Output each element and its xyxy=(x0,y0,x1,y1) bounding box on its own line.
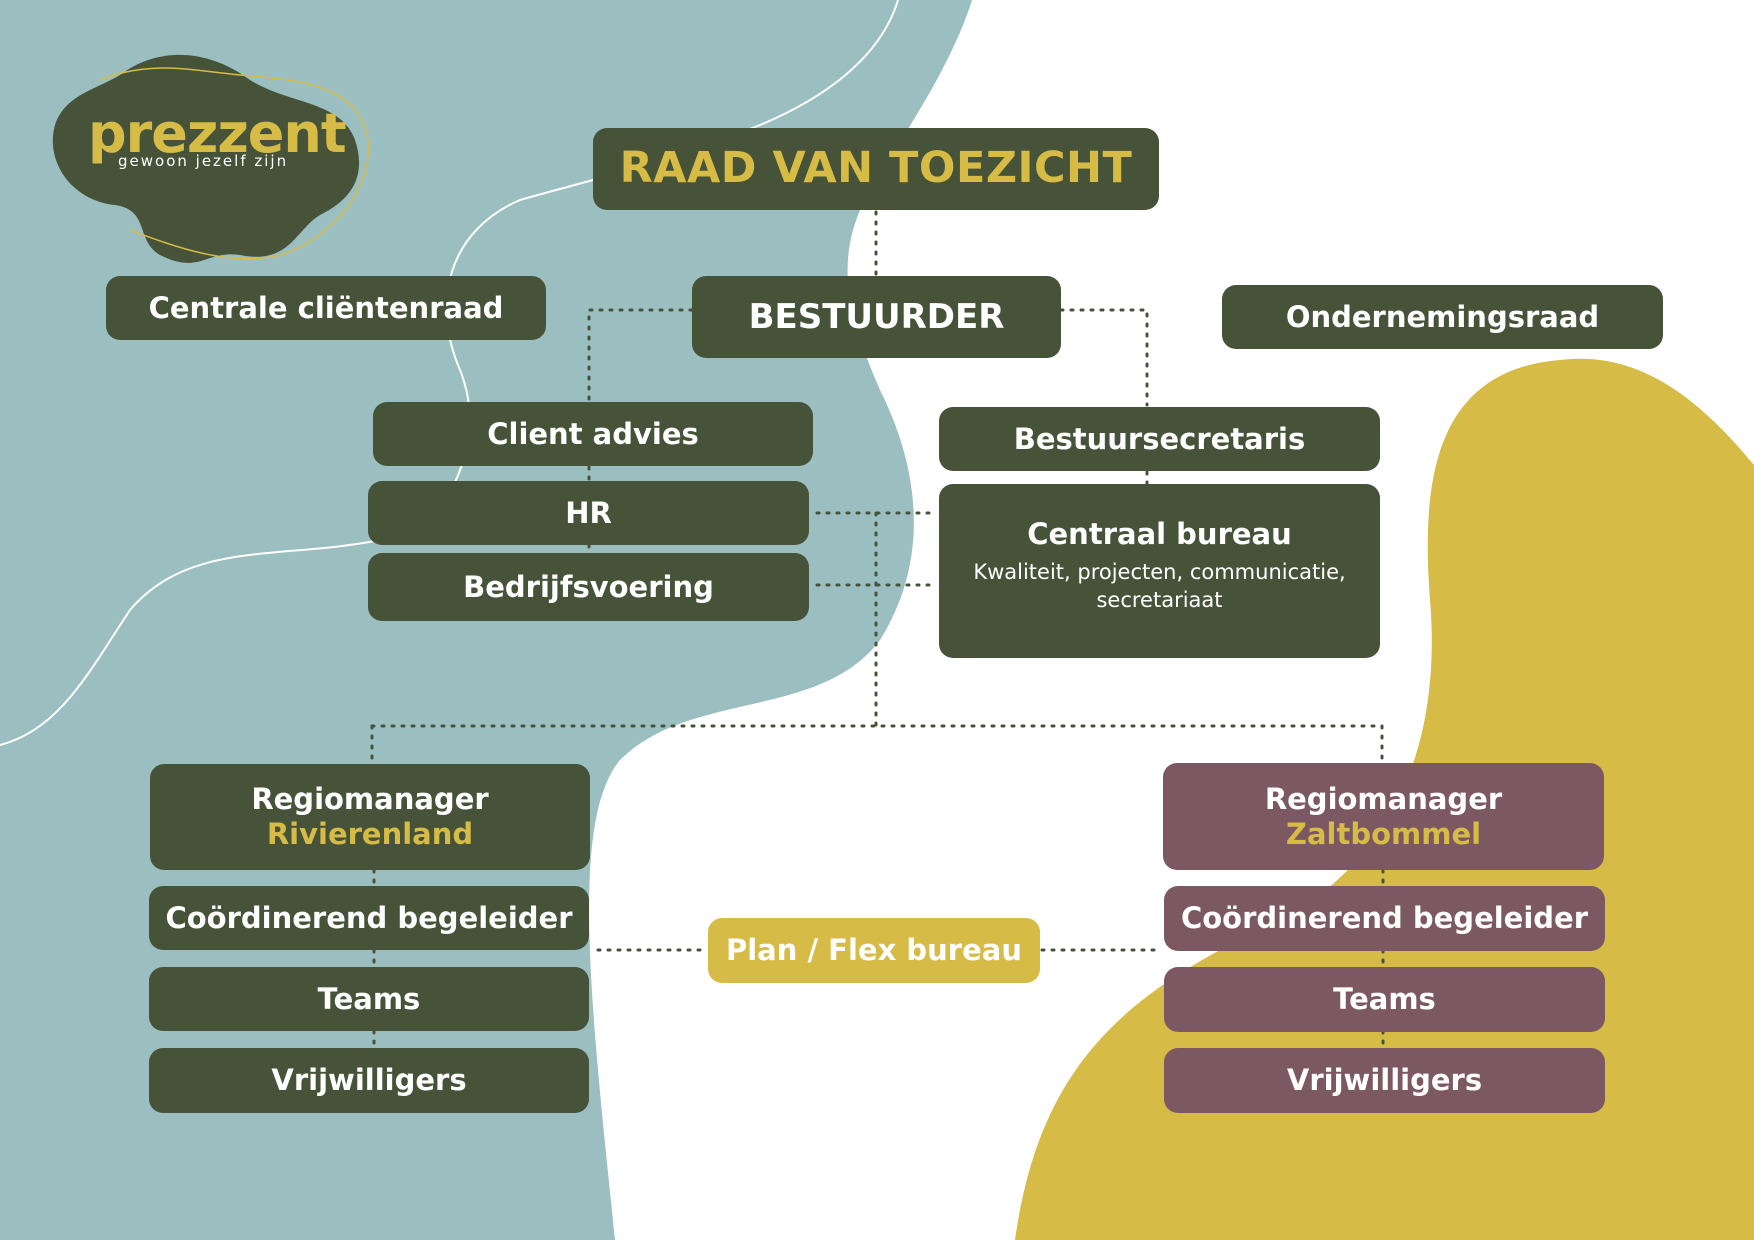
logo-wordmark: prezzent xyxy=(88,102,347,165)
bestuurder-label: BESTUURDER xyxy=(748,296,1005,337)
regiomanager-left-name: Rivierenland xyxy=(266,817,474,851)
box-centraal-bureau: Centraal bureau Kwaliteit, projecten, co… xyxy=(939,484,1380,658)
centraal-bureau-title: Centraal bureau xyxy=(1027,517,1292,551)
white-line-bottom xyxy=(0,539,381,746)
box-client-advies: Client advies xyxy=(373,402,813,466)
box-bedrijfsvoering: Bedrijfsvoering xyxy=(368,553,809,621)
right-teams-label: Teams xyxy=(1333,982,1436,1017)
right-vrijwilligers-label: Vrijwilligers xyxy=(1286,1063,1483,1098)
bestuurssecretaris-label: Bestuursecretaris xyxy=(1013,421,1306,456)
bedrijfsvoering-label: Bedrijfsvoering xyxy=(463,569,714,604)
logo-tagline: gewoon jezelf zijn xyxy=(118,152,289,170)
regiomanager-left-role: Regiomanager xyxy=(251,782,489,817)
regiomanager-right-role: Regiomanager xyxy=(1264,781,1503,816)
client-advies-label: Client advies xyxy=(487,416,699,451)
box-left-vrijwilligers: Vrijwilligers xyxy=(149,1048,589,1113)
box-right-vrijwilligers: Vrijwilligers xyxy=(1164,1048,1605,1113)
centraal-bureau-subtitle: Kwaliteit, projecten, communicatie, secr… xyxy=(973,559,1346,613)
left-vrijwilligers-label: Vrijwilligers xyxy=(271,1063,467,1098)
box-regiomanager-rivierenland: Regiomanager Rivierenland xyxy=(150,764,590,870)
plan-flex-bureau-label: Plan / Flex bureau xyxy=(725,933,1022,968)
box-left-coordinerend-begeleider: Coördinerend begeleider xyxy=(149,886,589,950)
box-regiomanager-zaltbommel: Regiomanager Zaltbommel xyxy=(1163,763,1604,870)
logo: prezzent gewoon jezelf zijn xyxy=(40,40,380,270)
box-raad-van-toezicht: RAAD VAN TOEZICHT xyxy=(593,128,1159,210)
hr-label: HR xyxy=(565,495,612,530)
left-coordinerend-begeleider-label: Coördinerend begeleider xyxy=(165,900,573,935)
box-bestuurder: BESTUURDER xyxy=(692,276,1061,358)
box-centrale-clientenraad: Centrale cliëntenraad xyxy=(106,276,546,340)
box-bestuurssecretaris: Bestuursecretaris xyxy=(939,407,1380,471)
box-plan-flex-bureau: Plan / Flex bureau xyxy=(708,918,1040,983)
box-right-teams: Teams xyxy=(1164,967,1605,1032)
ondernemingsraad-label: Ondernemingsraad xyxy=(1285,299,1600,334)
left-teams-label: Teams xyxy=(317,981,421,1016)
raad-van-toezicht-label: RAAD VAN TOEZICHT xyxy=(619,143,1133,194)
box-right-coordinerend-begeleider: Coördinerend begeleider xyxy=(1164,886,1605,951)
box-left-teams: Teams xyxy=(149,967,589,1031)
centrale-clientenraad-label: Centrale cliëntenraad xyxy=(148,290,504,325)
box-hr: HR xyxy=(368,481,809,545)
box-ondernemingsraad: Ondernemingsraad xyxy=(1222,285,1663,349)
logo-blob-icon xyxy=(52,54,370,263)
right-coordinerend-begeleider-label: Coördinerend begeleider xyxy=(1180,901,1589,936)
regiomanager-right-name: Zaltbommel xyxy=(1285,816,1482,851)
connector-bestuurder-client-advies xyxy=(587,308,694,402)
connector-bestuurder-secretaris xyxy=(1059,308,1149,407)
